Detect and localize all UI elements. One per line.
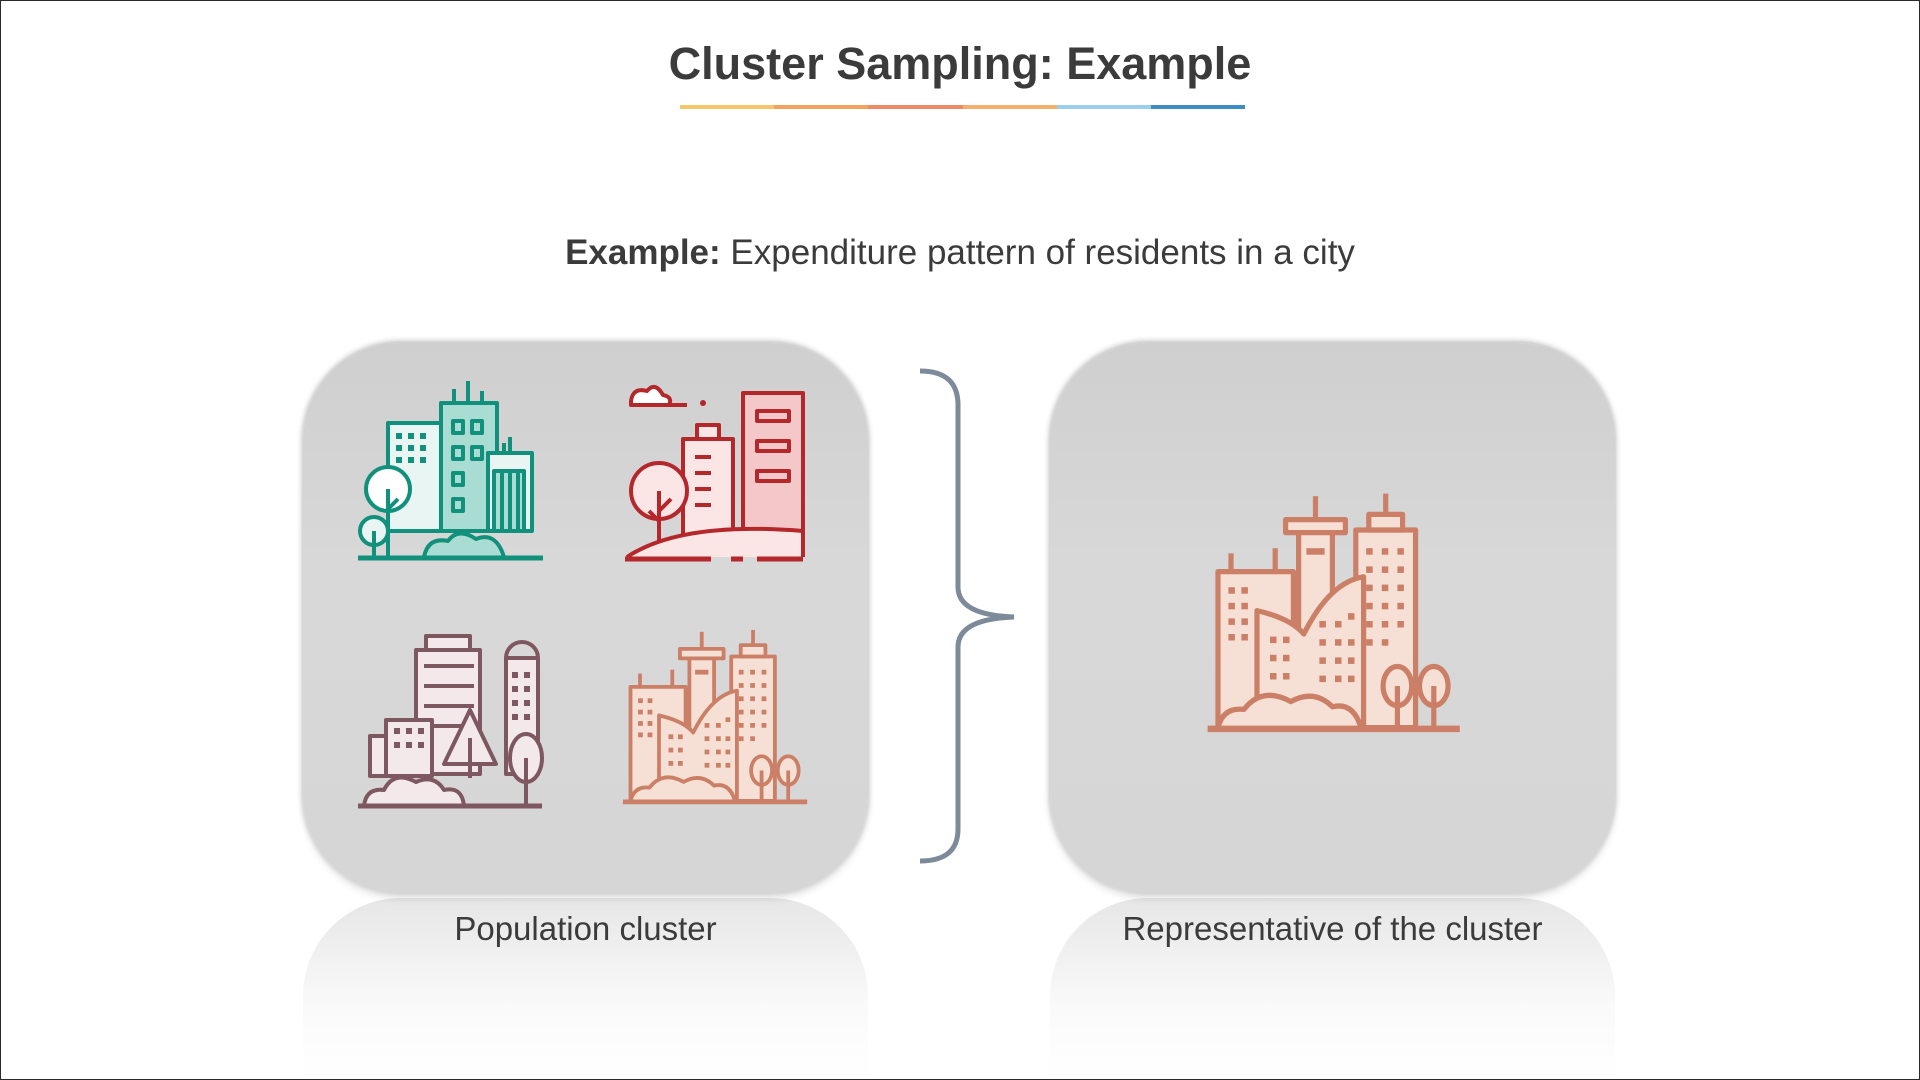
city-icon-peach — [621, 628, 811, 818]
representative-panel — [1050, 343, 1615, 894]
right-brace — [919, 368, 1015, 864]
underline-segment — [1150, 105, 1246, 109]
underline-segment — [1056, 105, 1151, 109]
population-cluster-caption: Population cluster — [454, 910, 717, 947]
example-line: Example: Expenditure pattern of resident… — [0, 233, 1920, 273]
title-underline — [680, 105, 1246, 109]
panel-reflection — [303, 898, 868, 1080]
underline-segment — [774, 105, 869, 109]
example-label: Example: — [565, 233, 721, 272]
city-icon-teal — [358, 381, 543, 561]
underline-segment — [868, 105, 963, 109]
population-cluster-panel — [303, 343, 868, 894]
slide-title: Cluster Sampling: Example — [668, 38, 1252, 89]
underline-segment — [962, 105, 1057, 109]
panel-reflection — [1050, 898, 1615, 1080]
representative-caption: Representative of the cluster — [1122, 910, 1543, 947]
city-icon-peach-large — [1205, 491, 1465, 751]
city-icon-red — [625, 384, 805, 562]
example-text: Expenditure pattern of residents in a ci… — [730, 233, 1355, 272]
city-icon-mauve — [358, 634, 544, 809]
underline-segment — [680, 105, 775, 109]
